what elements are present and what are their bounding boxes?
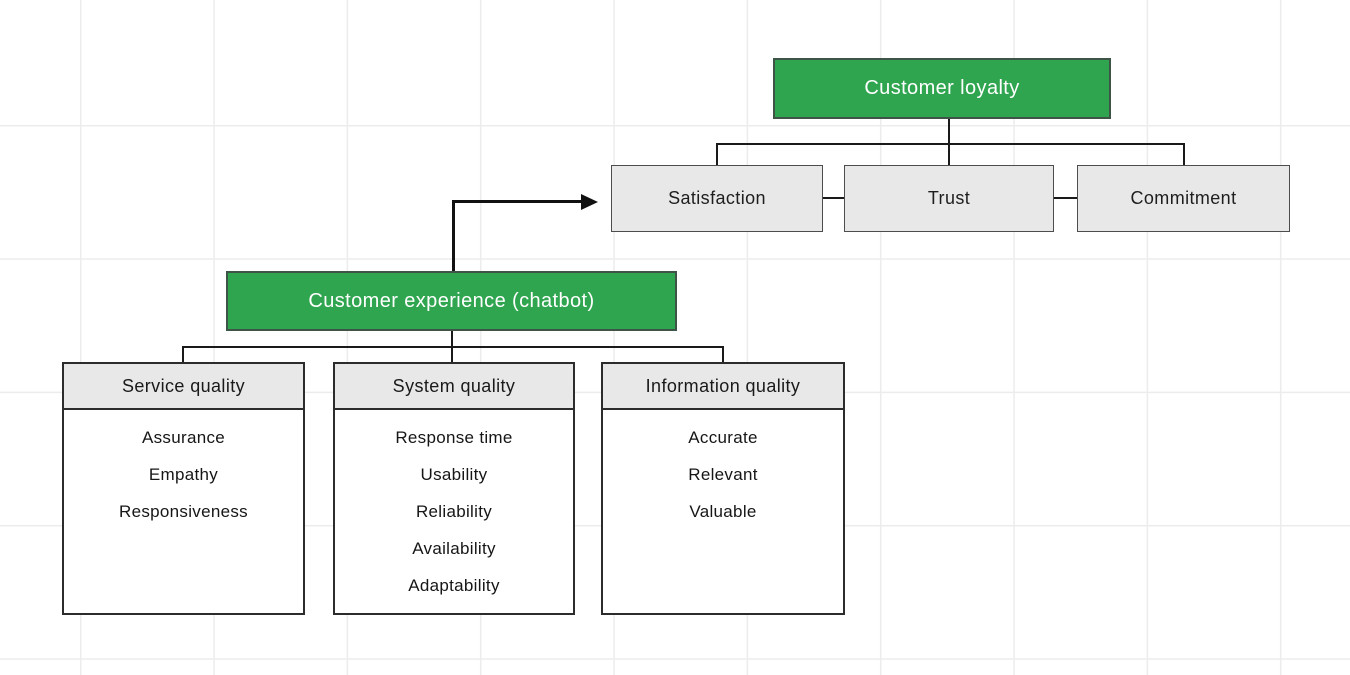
box-information-quality[interactable]: Information quality Accurate Relevant Va…	[601, 362, 845, 615]
list-item: Accurate	[688, 428, 758, 447]
list-item: Usability	[420, 465, 488, 484]
connector-trust-commitment	[1052, 197, 1078, 199]
list-item: Adaptability	[408, 576, 500, 595]
node-commitment[interactable]: Commitment	[1077, 165, 1290, 232]
connector-experience-down	[451, 329, 453, 348]
connector-satisfaction-trust	[822, 197, 845, 199]
connector-service-stub	[182, 346, 184, 363]
arrow-head-icon	[581, 193, 598, 210]
list-item: Empathy	[148, 465, 219, 484]
connector-system-stub	[451, 346, 453, 363]
box-information-quality-title: Information quality	[645, 375, 801, 396]
connector-commitment-stub	[1183, 143, 1185, 166]
node-customer-experience[interactable]: Customer experience (chatbot)	[226, 271, 677, 331]
box-service-quality[interactable]: Service quality Assurance Empathy Respon…	[62, 362, 305, 615]
experience-to-satisfaction-arrow-vertical	[452, 200, 455, 272]
connector-information-stub	[722, 346, 724, 363]
connector-satisfaction-stub	[716, 143, 718, 166]
box-system-quality[interactable]: System quality Response time Usability R…	[333, 362, 575, 615]
experience-to-satisfaction-arrow-horizontal	[452, 200, 582, 203]
box-service-quality-header: Service quality	[64, 364, 303, 410]
list-item: Relevant	[688, 465, 758, 484]
box-information-quality-body: Accurate Relevant Valuable	[603, 410, 843, 530]
node-customer-loyalty-label: Customer loyalty	[864, 77, 1020, 99]
node-trust[interactable]: Trust	[844, 165, 1054, 232]
box-system-quality-body: Response time Usability Reliability Avai…	[335, 410, 573, 604]
node-satisfaction[interactable]: Satisfaction	[611, 165, 823, 232]
box-service-quality-body: Assurance Empathy Responsiveness	[64, 410, 303, 530]
box-system-quality-title: System quality	[392, 375, 516, 396]
list-item: Reliability	[415, 502, 493, 521]
connector-dimensions-horizontal	[182, 346, 724, 348]
node-commitment-label: Commitment	[1130, 188, 1237, 208]
connector-loyalty-down	[948, 117, 950, 166]
list-item: Availability	[412, 539, 496, 558]
node-trust-label: Trust	[927, 188, 971, 208]
box-system-quality-header: System quality	[335, 364, 573, 410]
node-satisfaction-label: Satisfaction	[668, 188, 766, 208]
list-item: Assurance	[141, 428, 226, 447]
box-service-quality-title: Service quality	[121, 375, 246, 396]
node-customer-loyalty[interactable]: Customer loyalty	[773, 58, 1111, 119]
node-customer-experience-label: Customer experience (chatbot)	[308, 289, 595, 312]
connector-loyalty-horizontal	[716, 143, 1185, 145]
list-item: Response time	[395, 428, 513, 447]
list-item: Responsiveness	[119, 502, 248, 521]
list-item: Valuable	[689, 502, 757, 521]
box-information-quality-header: Information quality	[603, 364, 843, 410]
